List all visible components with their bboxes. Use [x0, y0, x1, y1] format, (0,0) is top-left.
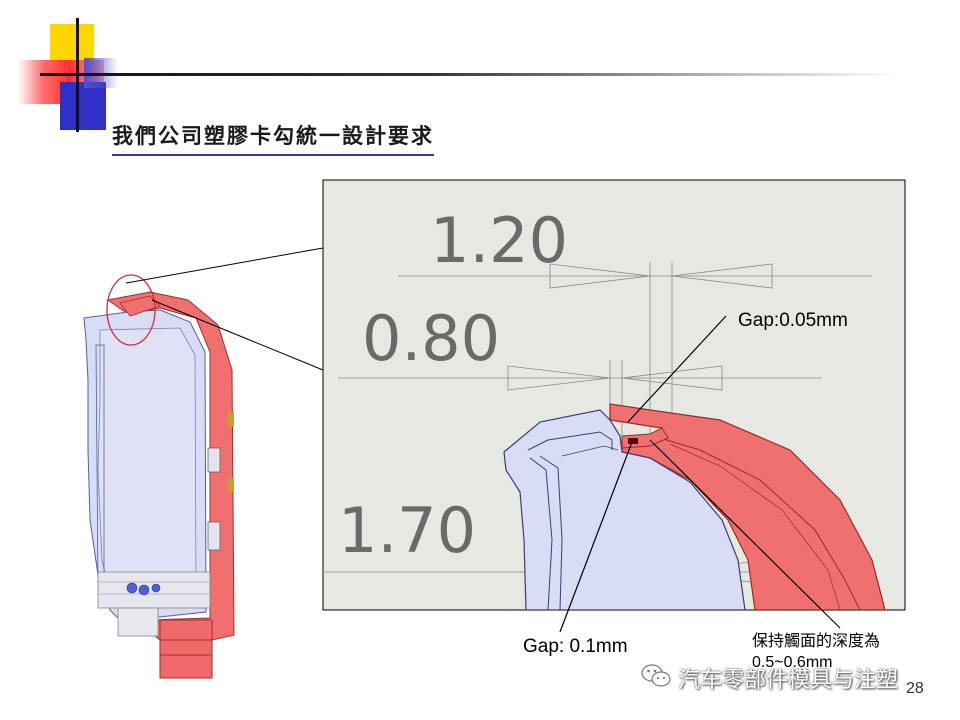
watermark-text: 汽车零部件模具与注塑 — [678, 668, 899, 693]
decor-horizontal-rule — [40, 73, 900, 76]
slide-title: 我們公司塑膠卡勾統一設計要求 — [112, 120, 434, 156]
wechat-icon — [640, 662, 672, 694]
watermark: 汽车零部件模具与注塑 — [640, 662, 898, 694]
dimension-0-80: 0.80 — [362, 302, 500, 375]
callout-depth-line2: 0.5~0.6mm — [752, 654, 832, 671]
dimension-1-20: 1.20 — [430, 204, 568, 277]
zoom-connector-bottom — [151, 299, 324, 371]
leader-gap-top — [627, 315, 727, 423]
callout-gap-top: Gap:0.05mm — [738, 310, 848, 331]
red-connector-shape — [159, 619, 213, 679]
part-cross-section-overview — [83, 291, 235, 679]
zoom-highlight-circle — [106, 274, 156, 346]
page-number: 28 — [906, 680, 924, 697]
dimension-1-70: 1.70 — [338, 494, 476, 567]
zoom-panel — [322, 179, 906, 611]
callout-depth-line1: 保持觸面的深度為 — [752, 632, 880, 650]
zoom-blue-cover-shape — [503, 409, 746, 610]
decor-blue-square — [60, 82, 106, 130]
leader-depth — [649, 439, 841, 629]
zoom-connector-top — [125, 247, 324, 284]
leader-gap-bottom — [559, 441, 633, 633]
callout-gap-bottom: Gap: 0.1mm — [523, 636, 628, 657]
